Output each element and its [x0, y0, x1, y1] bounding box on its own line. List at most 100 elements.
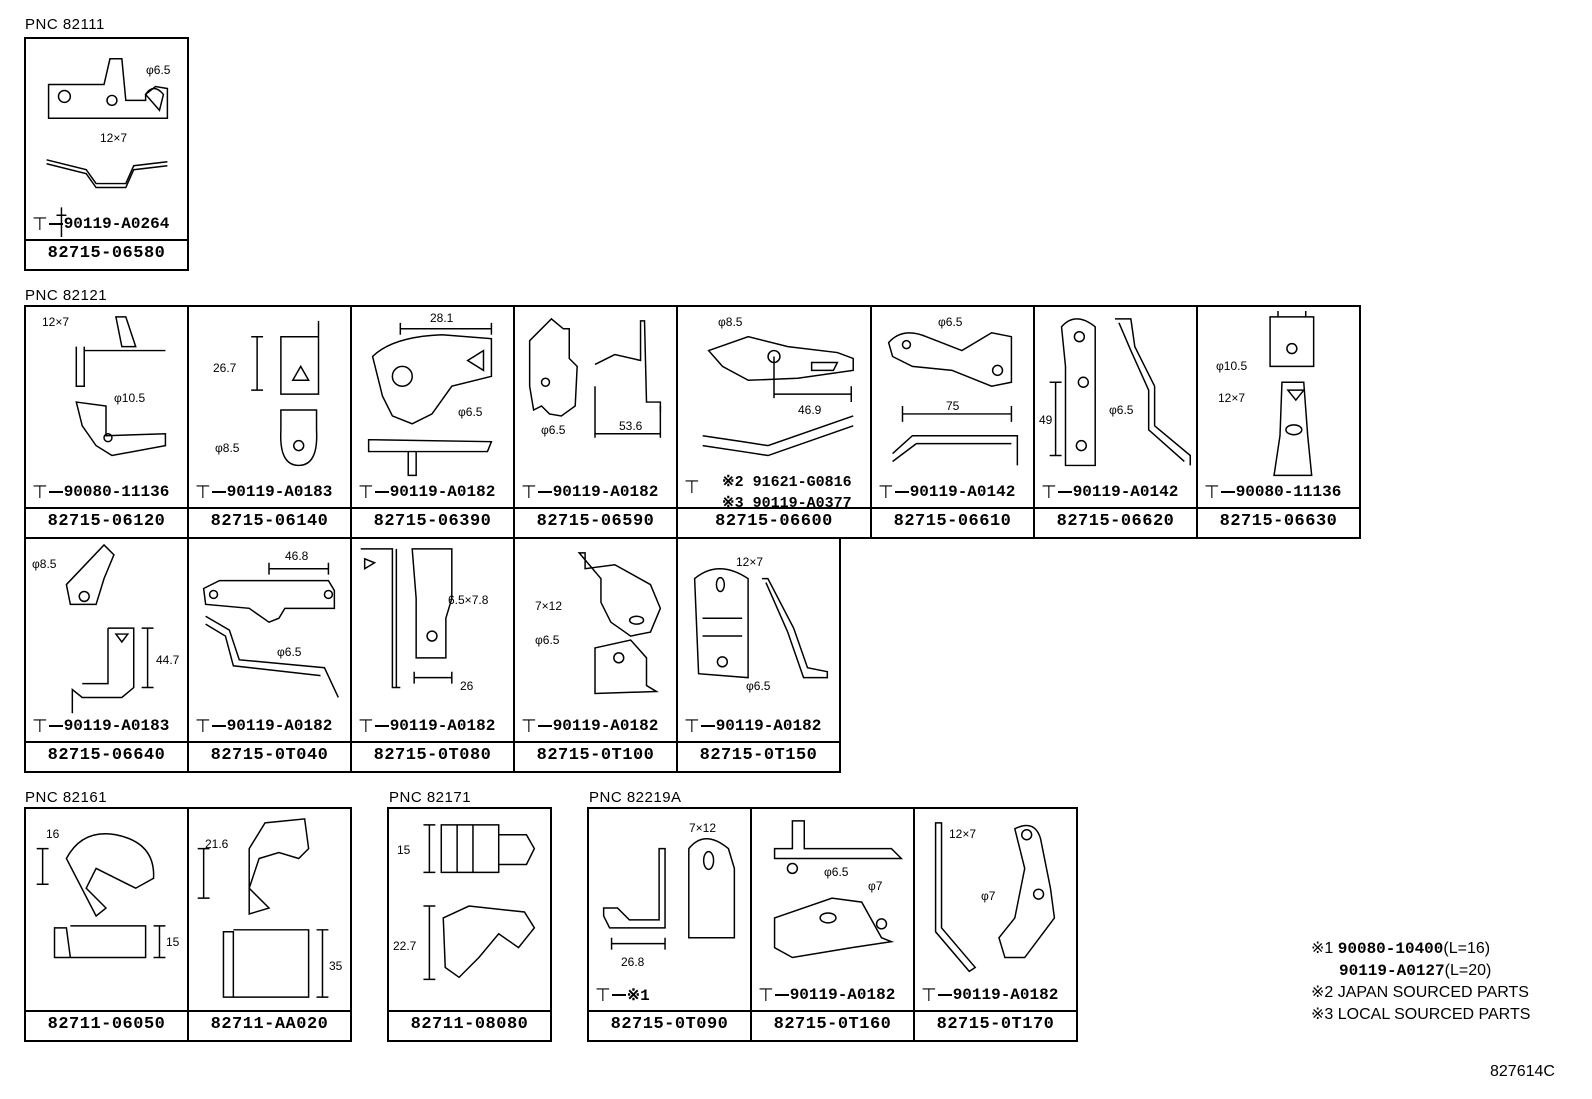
- part-number[interactable]: 82715-0T090: [589, 1010, 750, 1040]
- leader-line: [537, 491, 552, 493]
- bolt-part-number[interactable]: 90119-A0182: [552, 717, 659, 735]
- leader-line: [1220, 491, 1235, 493]
- part-number[interactable]: 82715-06600: [678, 507, 870, 537]
- bolt-part-number[interactable]: 90119-A0182: [389, 483, 496, 501]
- part-cell-82715-0T170[interactable]: 12×7 φ7 ⊤ 90119-A0182 82715-0T170: [913, 807, 1078, 1042]
- part-number[interactable]: 82715-06590: [515, 507, 676, 537]
- part-cell-82715-06590[interactable]: φ6.5 53.6 ⊤ 90119-A0182 82715-06590: [513, 305, 678, 539]
- bolt-callout[interactable]: ⊤ 90119-A0264: [32, 211, 169, 237]
- part-number[interactable]: 82715-06120: [26, 507, 187, 537]
- bracket-drawing: [189, 539, 350, 743]
- part-number[interactable]: 82715-06140: [189, 507, 350, 537]
- leader-line: [48, 725, 63, 727]
- bolt-callout[interactable]: ⊤ 90119-A0182: [758, 982, 895, 1008]
- dimension-label: 15: [166, 935, 180, 949]
- dimension-label: φ6.5: [824, 865, 849, 879]
- part-cell-82711-aa020[interactable]: 21.6 35 82711-AA020: [187, 807, 352, 1042]
- dimension-label: 26.8: [621, 955, 645, 969]
- part-cell-82711-06050[interactable]: 16 15 82711-06050: [24, 807, 189, 1042]
- bolt-part-number[interactable]: 90119-A0182: [715, 717, 822, 735]
- dimension-label: φ6.5: [146, 63, 171, 77]
- part-number[interactable]: 82715-06620: [1035, 507, 1196, 537]
- part-cell-82715-06600[interactable]: φ8.5 46.9 ※2 91621-G0816 ※3 90119-A0377 …: [676, 305, 872, 539]
- bolt-part-number[interactable]: ※1: [626, 987, 650, 1005]
- bracket-drawing: [589, 809, 750, 1012]
- bolt-callout[interactable]: ⊤ 90119-A0182: [521, 713, 658, 739]
- dimension-label: φ6.5: [746, 679, 771, 693]
- bolt-part-number[interactable]: 90119-A0182: [789, 986, 896, 1004]
- dimension-label: φ7: [981, 889, 996, 903]
- japan-source-note[interactable]: ※2 91621-G0816: [722, 474, 852, 491]
- part-number[interactable]: 82715-0T160: [752, 1010, 913, 1040]
- bolt-part-number[interactable]: 90080-11136: [63, 483, 170, 501]
- part-number[interactable]: 82711-06050: [26, 1010, 187, 1040]
- part-cell-82715-0T080[interactable]: 6.5×7.8 26 ⊤ 90119-A0182 82715-0T080: [350, 537, 515, 773]
- part-number[interactable]: 82715-0T040: [189, 741, 350, 771]
- part-cell-82715-06610[interactable]: φ6.5 75 ⊤ 90119-A0142 82715-06610: [870, 305, 1035, 539]
- part-number[interactable]: 82715-06610: [872, 507, 1033, 537]
- bolt-callout[interactable]: ⊤ 90119-A0142: [878, 479, 1015, 505]
- part-number[interactable]: 82715-0T100: [515, 741, 676, 771]
- part-number[interactable]: 82715-06630: [1198, 507, 1359, 537]
- bolt-part-number[interactable]: 90119-A0142: [909, 483, 1016, 501]
- bolt-callout[interactable]: ⊤ 90119-A0182: [921, 982, 1058, 1008]
- part-number[interactable]: 82715-0T170: [915, 1010, 1076, 1040]
- part-cell-82715-0T160[interactable]: φ6.5 φ7 ⊤ 90119-A0182 82715-0T160: [750, 807, 915, 1042]
- bolt-part-number[interactable]: 90119-A0182: [552, 483, 659, 501]
- part-number[interactable]: 82715-06390: [352, 507, 513, 537]
- part-cell-82715-06390[interactable]: 28.1 φ6.5 ⊤ 90119-A0182 82715-06390: [350, 305, 515, 539]
- part-number[interactable]: 82711-08080: [389, 1010, 550, 1040]
- part-cell-82715-06120[interactable]: 12×7 φ10.5 ⊤ 90080-11136 82715-06120: [24, 305, 189, 539]
- part-number[interactable]: 82715-06580: [26, 239, 187, 269]
- bolt-callout[interactable]: ⊤ 90080-11136: [1204, 479, 1341, 505]
- part-number[interactable]: 82715-06640: [26, 741, 187, 771]
- bolt-part-number[interactable]: 90119-A0182: [952, 986, 1059, 1004]
- bolt-callout[interactable]: ⊤ 90119-A0182: [684, 713, 821, 739]
- dimension-label: 35: [329, 959, 343, 973]
- bolt-callout[interactable]: ⊤ 90080-11136: [32, 479, 169, 505]
- bolt-callout[interactable]: ⊤ 90119-A0182: [195, 713, 332, 739]
- part-cell-82715-0T100[interactable]: 7×12 φ6.5 ⊤ 90119-A0182 82715-0T100: [513, 537, 678, 773]
- bolt-part-number[interactable]: 90119-A0183: [226, 483, 333, 501]
- bolt-callout[interactable]: ⊤ 90119-A0182: [358, 479, 495, 505]
- footnote-part-number[interactable]: 90119-A0127: [1339, 962, 1445, 980]
- part-cell-82715-06630[interactable]: φ10.5 12×7 ⊤ 90080-11136 82715-06630: [1196, 305, 1361, 539]
- bolt-part-number[interactable]: 90119-A0183: [63, 717, 170, 735]
- bolt-callout[interactable]: ⊤ ※1: [595, 982, 650, 1008]
- part-cell-82715-0T150[interactable]: 12×7 φ6.5 ⊤ 90119-A0182 82715-0T150: [676, 537, 841, 773]
- part-cell-82715-0T090[interactable]: 7×12 26.8 ⊤ ※1 82715-0T090: [587, 807, 752, 1042]
- dimension-label: 22.7: [393, 939, 417, 953]
- dimension-label: 46.8: [285, 549, 309, 563]
- footnote-part-number[interactable]: 90080-10400: [1337, 940, 1444, 958]
- bolt-icon: ⊤: [32, 213, 48, 234]
- bolt-part-number[interactable]: 90119-A0182: [226, 717, 333, 735]
- bolt-callout[interactable]: ⊤ 90119-A0142: [1041, 479, 1178, 505]
- bolt-callout[interactable]: ⊤ 90119-A0182: [521, 479, 658, 505]
- footnote-length: (L=20): [1444, 962, 1492, 979]
- bracket-drawing: [26, 39, 187, 241]
- bolt-callout[interactable]: ⊤ 90119-A0183: [32, 713, 169, 739]
- part-cell-82711-08080[interactable]: 15 22.7 82711-08080: [387, 807, 552, 1042]
- dimension-label: 75: [946, 399, 960, 413]
- part-cell-82715-06140[interactable]: 26.7 φ8.5 ⊤ 90119-A0183 82715-06140: [187, 305, 352, 539]
- bolt-icon: ⊤: [921, 984, 937, 1005]
- part-number[interactable]: 82711-AA020: [189, 1010, 350, 1040]
- pnc-label-82161: PNC 82161: [25, 789, 108, 806]
- bolt-part-number[interactable]: 90080-11136: [1235, 483, 1342, 501]
- part-cell-82715-06620[interactable]: 49 φ6.5 ⊤ 90119-A0142 82715-06620: [1033, 305, 1198, 539]
- clamp-drawing: [26, 809, 187, 1012]
- bolt-part-number[interactable]: 90119-A0142: [1072, 483, 1179, 501]
- bracket-drawing: [189, 307, 350, 509]
- part-number[interactable]: 82715-0T150: [678, 741, 839, 771]
- part-cell-82715-06580[interactable]: φ6.5 12×7 ⊤ 90119-A0264 82715-06580: [24, 37, 189, 271]
- part-cell-82715-06640[interactable]: φ8.5 44.7 ⊤ 90119-A0183 82715-06640: [24, 537, 189, 773]
- bolt-callout[interactable]: ⊤ 90119-A0183: [195, 479, 332, 505]
- part-cell-82715-0T040[interactable]: 46.8 φ6.5 ⊤ 90119-A0182 82715-0T040: [187, 537, 352, 773]
- pnc-label-82121: PNC 82121: [25, 287, 108, 304]
- bolt-icon: ⊤: [684, 715, 700, 736]
- part-number[interactable]: 82715-0T080: [352, 741, 513, 771]
- bolt-part-number[interactable]: 90119-A0182: [389, 717, 496, 735]
- bolt-part-number[interactable]: 90119-A0264: [63, 215, 170, 233]
- dimension-label: φ6.5: [535, 633, 560, 647]
- bolt-callout[interactable]: ⊤ 90119-A0182: [358, 713, 495, 739]
